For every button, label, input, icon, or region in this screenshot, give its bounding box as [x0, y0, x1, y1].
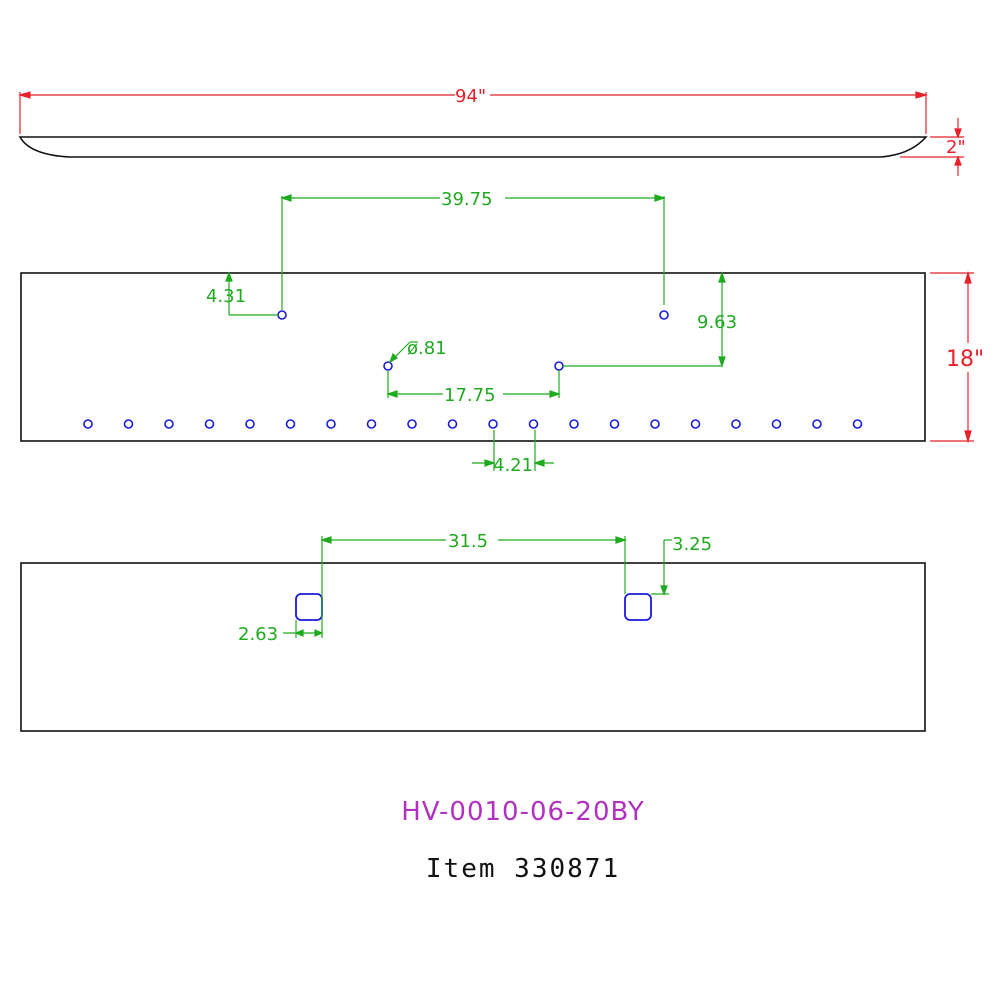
slot-width-dimension — [283, 620, 324, 638]
bottom-hole-row — [83, 419, 863, 429]
bottom-hole — [690, 419, 701, 429]
upper-offset-dimension — [225, 271, 278, 316]
bottom-hole — [447, 419, 458, 429]
mounting-slot-right — [624, 593, 652, 621]
upper-hole-right — [659, 310, 669, 320]
bottom-hole — [488, 419, 498, 429]
middle-hole-right — [554, 361, 564, 371]
upper-spacing-dimension — [280, 194, 666, 310]
bottom-hole — [366, 419, 377, 429]
bottom-hole — [407, 419, 417, 429]
top-view: 94" 2" — [17, 86, 966, 176]
bottom-hole — [83, 419, 93, 429]
mounting-slot-left — [295, 593, 323, 621]
bottom-hole — [245, 419, 255, 429]
middle-spacing-label: 17.75 — [444, 385, 496, 406]
length-dimension — [17, 91, 929, 134]
right-drop-dimension — [563, 271, 726, 368]
upper-spacing-label: 39.75 — [441, 189, 493, 210]
bottom-hole — [771, 419, 782, 429]
bottom-hole — [569, 419, 579, 429]
slot-width-label: 2.63 — [238, 624, 278, 645]
middle-hole-left — [383, 361, 393, 371]
diameter-leader — [388, 341, 418, 364]
bottom-hole — [164, 419, 174, 429]
bottom-hole — [326, 419, 336, 429]
right-drop-label: 9.63 — [697, 312, 737, 333]
middle-spacing-dimension — [386, 370, 561, 398]
bottom-hole — [285, 419, 296, 429]
length-label: 94" — [455, 86, 486, 107]
item-number: Item 330871 — [426, 854, 620, 884]
slot-spacing-label: 31.5 — [448, 531, 488, 552]
slot-offset-label: 3.25 — [672, 534, 712, 555]
front-view: 18" 39.75 4.31 ø.81 — [20, 189, 984, 476]
diameter-label: ø.81 — [407, 338, 447, 359]
bottom-hole — [650, 419, 660, 429]
height-label: 18" — [946, 347, 984, 372]
bottom-view-outline — [20, 562, 926, 732]
hole-pitch-label: 4.21 — [493, 455, 533, 476]
part-number: HV-0010-06-20BY — [401, 797, 645, 827]
bottom-hole — [852, 419, 863, 429]
front-view-outline — [20, 272, 926, 442]
bottom-hole — [812, 419, 822, 429]
top-view-profile — [18, 136, 928, 158]
upper-hole-left — [277, 310, 287, 320]
bottom-hole — [528, 419, 539, 429]
bottom-hole — [204, 419, 215, 429]
bottom-hole — [609, 419, 620, 429]
bottom-hole — [731, 419, 741, 429]
height-dimension-small — [900, 118, 964, 176]
slot-spacing-dimension — [320, 536, 627, 620]
height-label-small: 2" — [946, 137, 966, 158]
upper-offset-label: 4.31 — [206, 286, 246, 307]
height-dimension — [930, 270, 974, 444]
hole-pitch-dimension — [472, 430, 554, 471]
slot-offset-dimension — [651, 539, 672, 596]
bottom-view: 31.5 2.63 3.25 — [20, 531, 926, 732]
bottom-hole — [123, 419, 134, 429]
